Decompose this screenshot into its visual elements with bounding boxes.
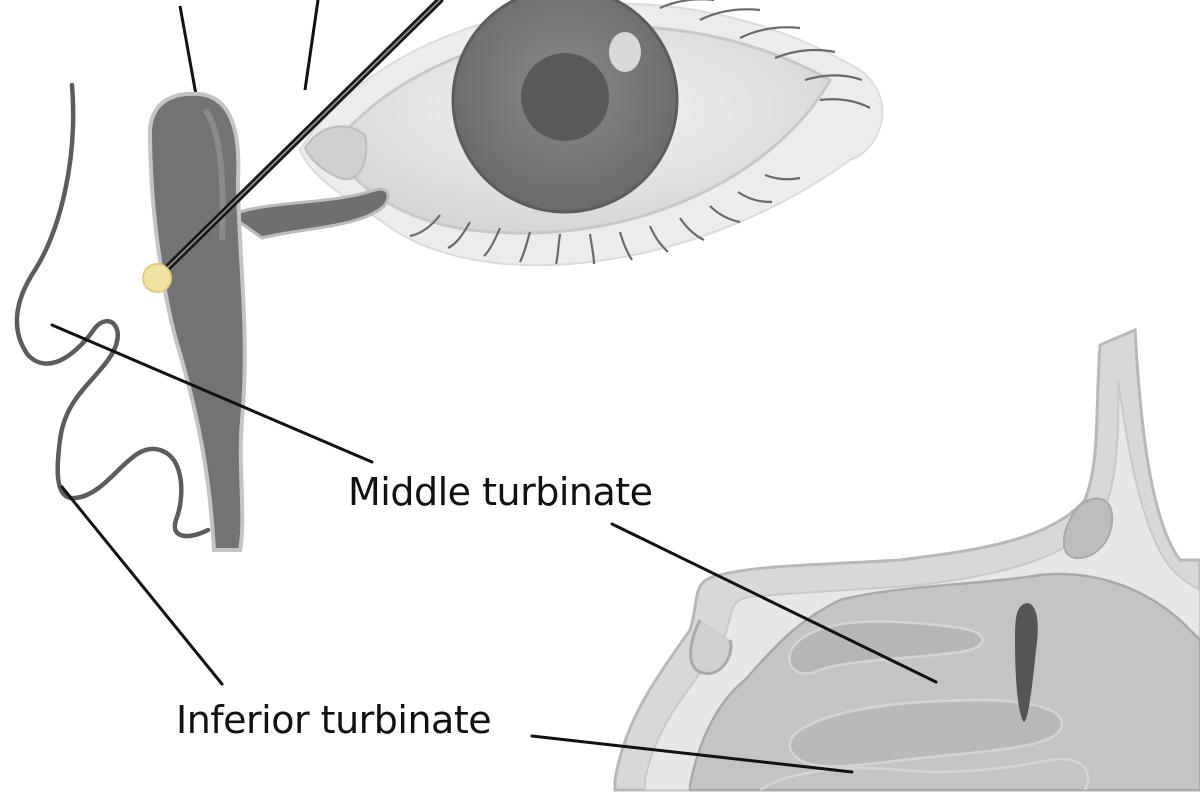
middle-turbinate-label: Middle turbinate xyxy=(348,470,653,514)
inferior-turbinate-label: Inferior turbinate xyxy=(176,698,492,742)
ostium xyxy=(1015,603,1038,722)
inferior-turbinate-leader-left xyxy=(60,485,224,686)
lower-eyelashes xyxy=(409,173,801,265)
probe-tip-spark xyxy=(142,263,172,293)
probe xyxy=(142,0,444,293)
lower-fold xyxy=(759,757,1090,792)
nasal-outline xyxy=(14,82,211,539)
middle-turbinate-leader-left xyxy=(50,323,374,464)
inferior-turbinate-leader-right xyxy=(530,734,854,774)
nasolacrimal-duct xyxy=(147,91,247,552)
inferior-turbinate-shape xyxy=(788,698,1063,768)
iris-highlight xyxy=(609,32,641,72)
upper-eyelashes xyxy=(659,0,871,109)
hook-bone xyxy=(689,619,733,675)
middle-turbinate-leader-right xyxy=(610,522,938,684)
eye xyxy=(298,0,884,267)
nasal-cavity-section xyxy=(613,327,1200,792)
label-leader-lines xyxy=(50,323,938,774)
duct-highlight xyxy=(202,108,226,241)
pupil xyxy=(521,53,609,141)
lacrimal-system xyxy=(147,91,390,552)
upper-sinus xyxy=(1062,497,1114,560)
canaliculus xyxy=(226,187,390,240)
caruncle xyxy=(303,125,368,181)
